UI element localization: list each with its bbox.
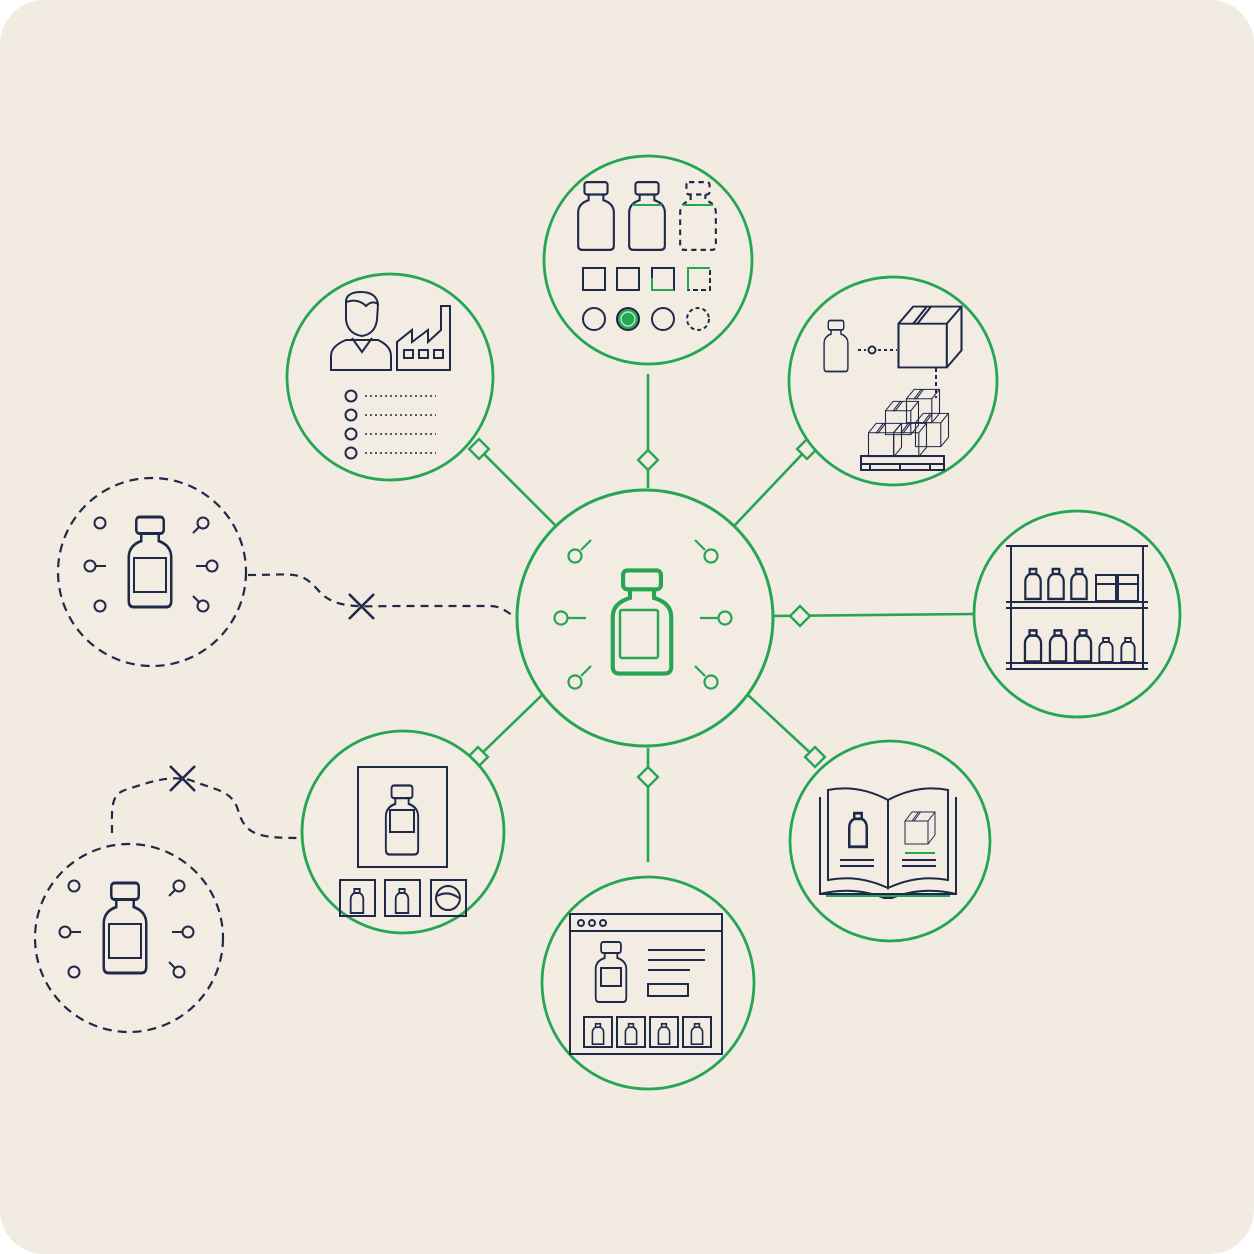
node-webshop[interactable]: [540, 875, 756, 1091]
web-storefront-icon: [569, 913, 723, 1055]
diamond-marker: [788, 604, 812, 628]
node-circle[interactable]: [542, 154, 754, 366]
connector-product-images: [477, 694, 543, 758]
variant-highlights: [616, 204, 713, 331]
cross-icon: [169, 765, 196, 792]
diamond-marker: [467, 437, 491, 461]
cross-icon: [348, 593, 375, 620]
node-supplier[interactable]: [285, 272, 495, 482]
hub-link-nodes: [553, 539, 733, 690]
connector-packaging: [733, 447, 809, 527]
hub-connectors: [477, 374, 975, 862]
person-factory-icon: [330, 290, 451, 460]
bottle-variants-icon: [577, 180, 717, 331]
node-packaging[interactable]: [787, 275, 999, 487]
attribute-lines: [365, 395, 436, 454]
node-variants[interactable]: [542, 154, 754, 366]
node-shelf[interactable]: [972, 509, 1182, 719]
hub-node[interactable]: [515, 488, 775, 748]
connector-supplier: [480, 450, 557, 527]
orphan-bottle-icon: [58, 879, 195, 979]
orphan-bottle-icon: [83, 515, 219, 613]
product-images-icon: [339, 766, 467, 917]
connector-diamonds: [466, 437, 827, 789]
break-marks: [169, 593, 375, 792]
retail-shelf-icon: [1006, 545, 1148, 670]
orphan-record-2[interactable]: [33, 842, 225, 1034]
connector-catalog: [747, 694, 819, 761]
broken-link-2: [110, 777, 301, 840]
bottle-box-pallet-icon: [823, 305, 963, 471]
node-catalog[interactable]: [788, 739, 992, 943]
broken-link-1: [247, 573, 519, 618]
orphan-circle[interactable]: [56, 476, 248, 668]
open-catalog-icon: [819, 787, 957, 899]
diamond-marker: [636, 765, 660, 789]
broken-links: [110, 573, 519, 840]
product-bottle-icon: [613, 570, 671, 673]
node-product-images[interactable]: [300, 729, 506, 935]
diamond-marker: [803, 745, 827, 769]
node-circle[interactable]: [285, 272, 495, 482]
orphan-record-1[interactable]: [56, 476, 248, 668]
catalog-accents: [826, 852, 950, 897]
diamond-marker: [636, 448, 660, 472]
node-circle[interactable]: [972, 509, 1182, 719]
